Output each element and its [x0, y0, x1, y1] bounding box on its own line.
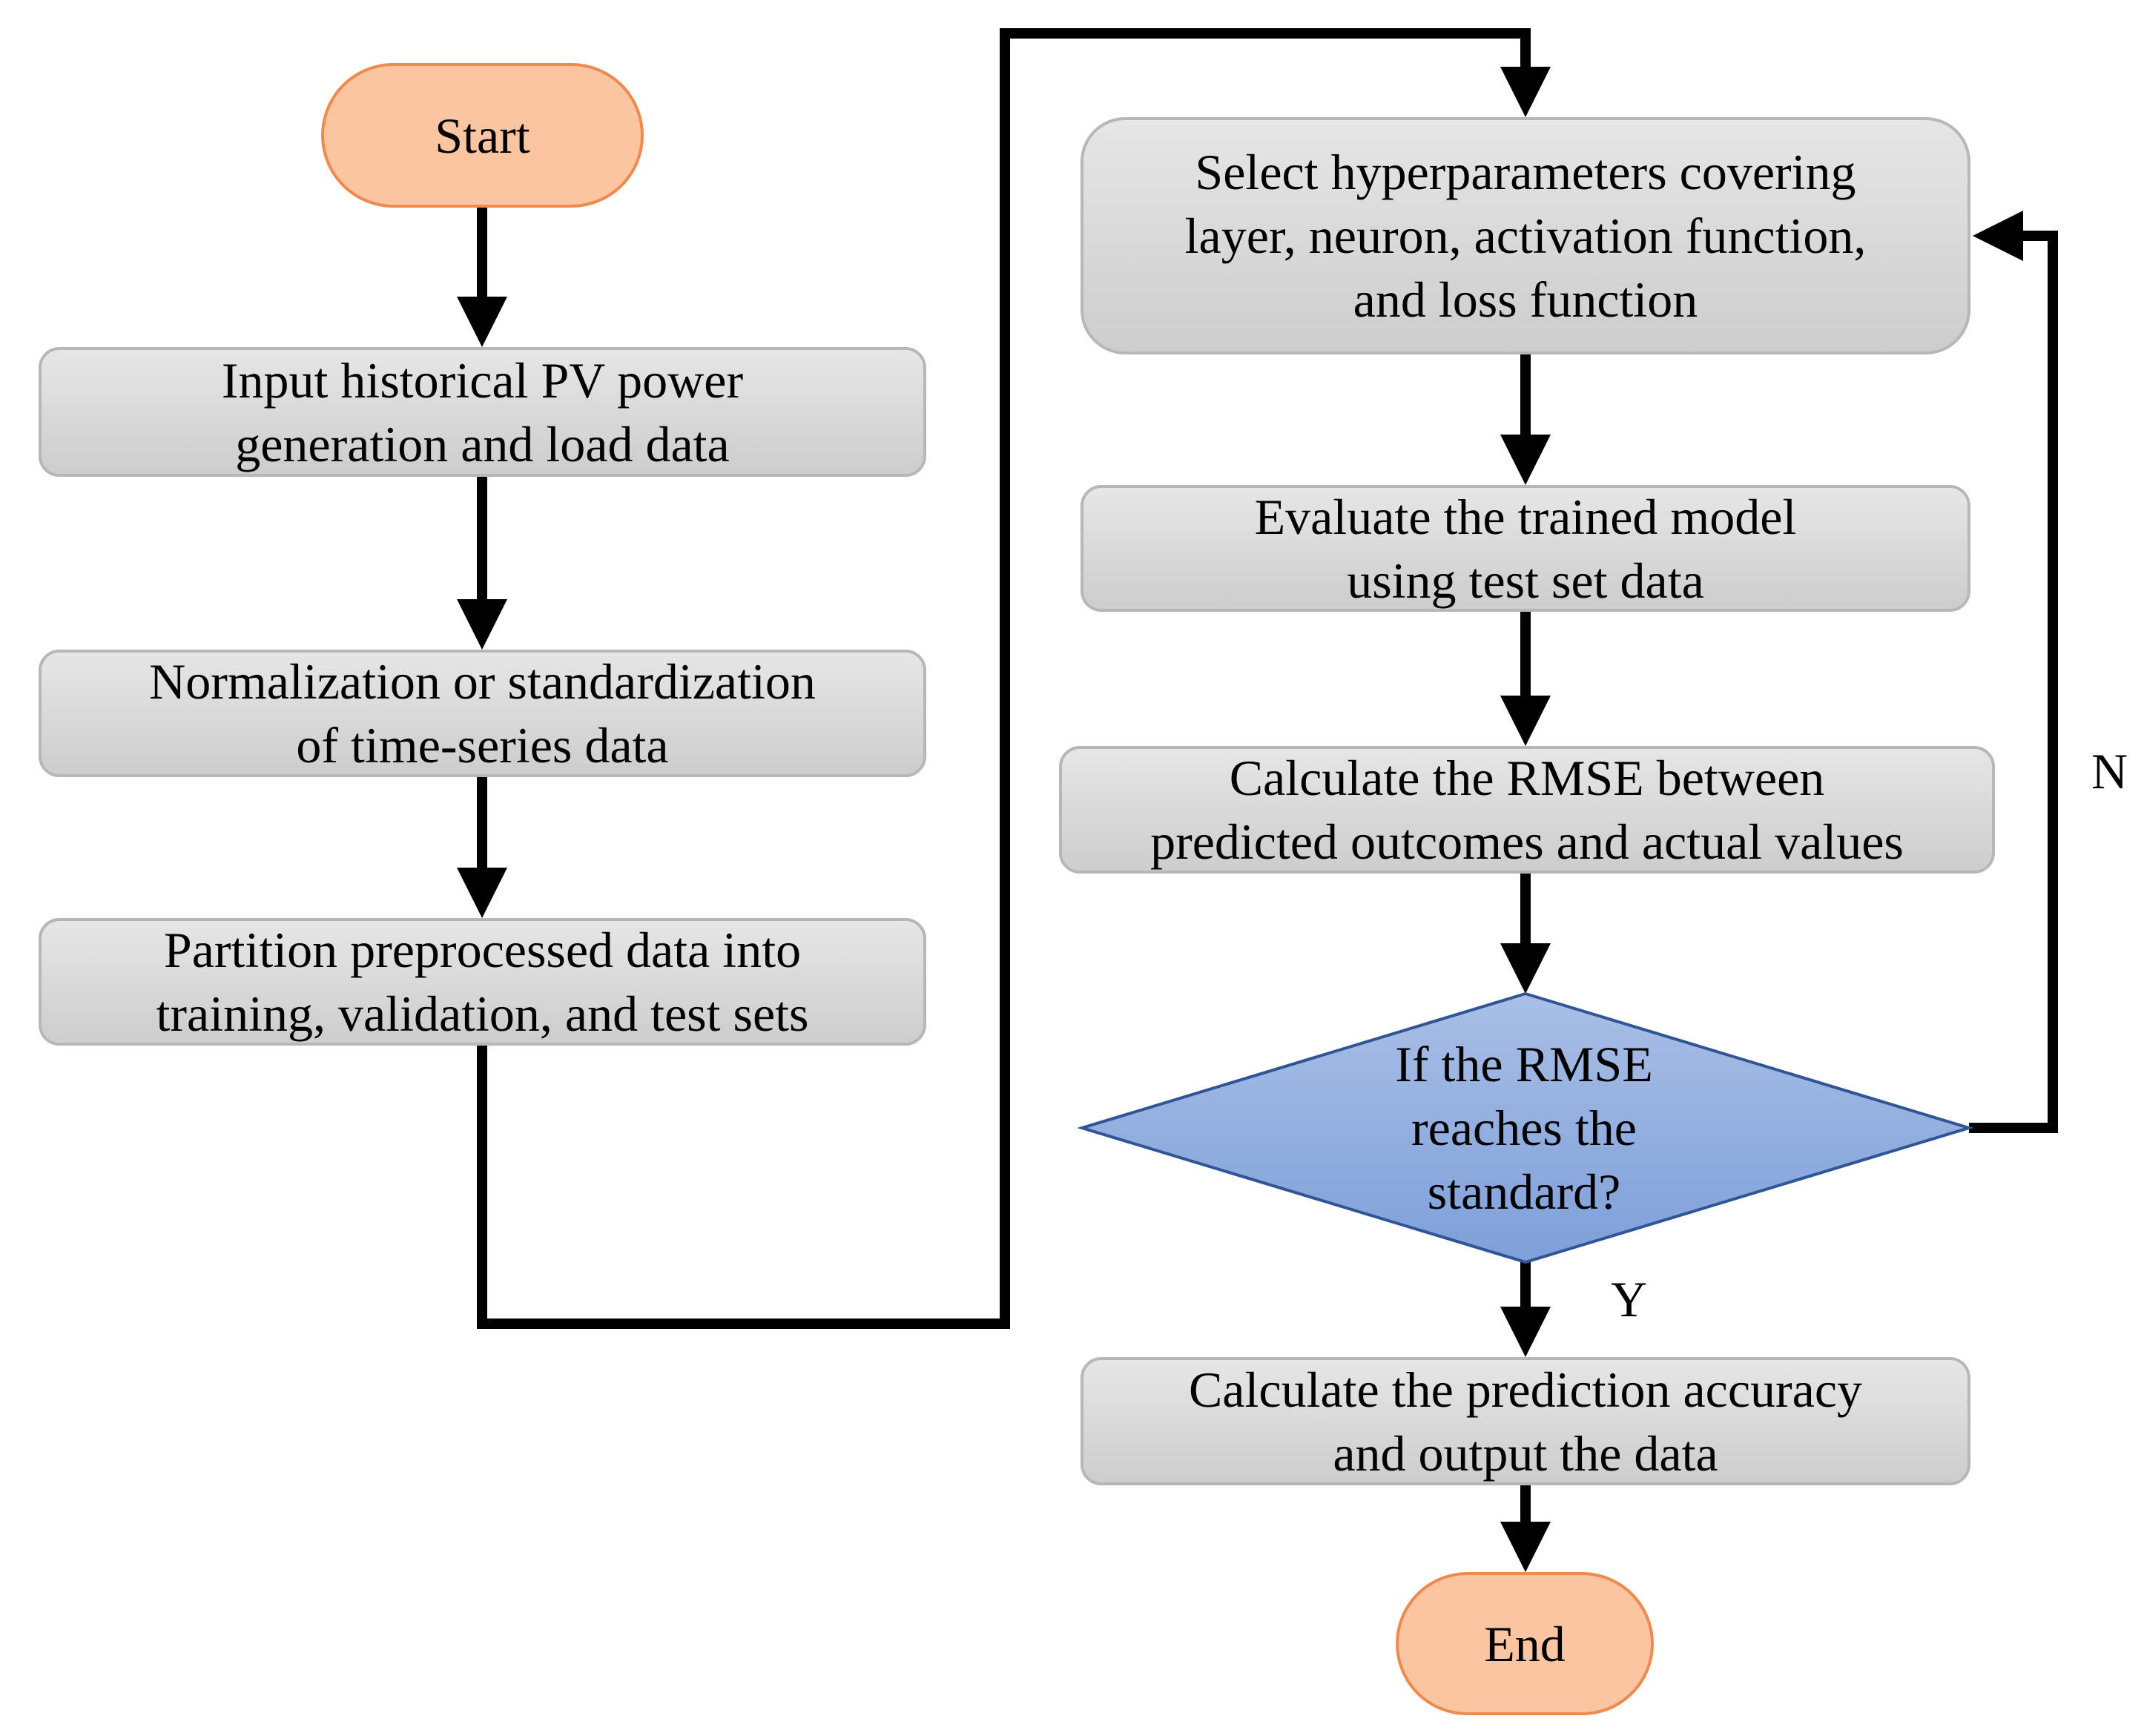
rmse-label: Calculate the RMSE between predicted out…	[1150, 750, 1904, 870]
arrow-decision-to-accuracy	[1500, 1262, 1551, 1357]
decision-label: If the RMSE reaches the standard?	[1395, 1036, 1653, 1220]
arrow-accuracy-to-end	[1500, 1485, 1551, 1572]
arrow-partition-to-hyperparams	[477, 28, 1551, 1329]
arrow-normalize-to-partition	[457, 777, 507, 918]
arrow-hyperparams-to-evaluate	[1500, 354, 1551, 485]
arrow-start-to-input	[457, 208, 507, 347]
end-node: End	[1396, 1572, 1654, 1715]
accuracy-step: Calculate the prediction accuracy and ou…	[1081, 1357, 1970, 1485]
hyperparameters-step: Select hyperparameters covering layer, n…	[1081, 117, 1970, 354]
arrow-input-to-normalize	[457, 477, 507, 650]
input-data-label: Input historical PV power generation and…	[221, 352, 744, 472]
arrow-evaluate-to-rmse	[1500, 612, 1551, 746]
end-label: End	[1484, 1615, 1566, 1672]
hyperparameters-label: Select hyperparameters covering layer, n…	[1184, 144, 1867, 328]
yes-edge-label: Y	[1611, 1271, 1648, 1327]
evaluate-label: Evaluate the trained model using test se…	[1254, 488, 1797, 609]
decision-diamond	[1077, 991, 1974, 1264]
accuracy-label: Calculate the prediction accuracy and ou…	[1188, 1361, 1863, 1482]
no-edge-label: N	[2091, 743, 2128, 799]
partition-step: Partition preprocessed data into trainin…	[39, 918, 926, 1046]
evaluate-step: Evaluate the trained model using test se…	[1081, 485, 1970, 612]
rmse-step: Calculate the RMSE between predicted out…	[1059, 746, 1995, 874]
normalize-step: Normalization or standardization of time…	[39, 650, 926, 777]
start-node: Start	[321, 63, 644, 208]
arrow-decision-to-hyperparams	[1969, 211, 2058, 1133]
start-label: Start	[435, 107, 530, 164]
normalize-label: Normalization or standardization of time…	[149, 653, 816, 773]
arrow-rmse-to-decision	[1500, 874, 1551, 994]
input-data-step: Input historical PV power generation and…	[39, 347, 926, 477]
partition-label: Partition preprocessed data into trainin…	[156, 922, 809, 1042]
decision-label-box: If the RMSE reaches the standard?	[1302, 1023, 1746, 1232]
